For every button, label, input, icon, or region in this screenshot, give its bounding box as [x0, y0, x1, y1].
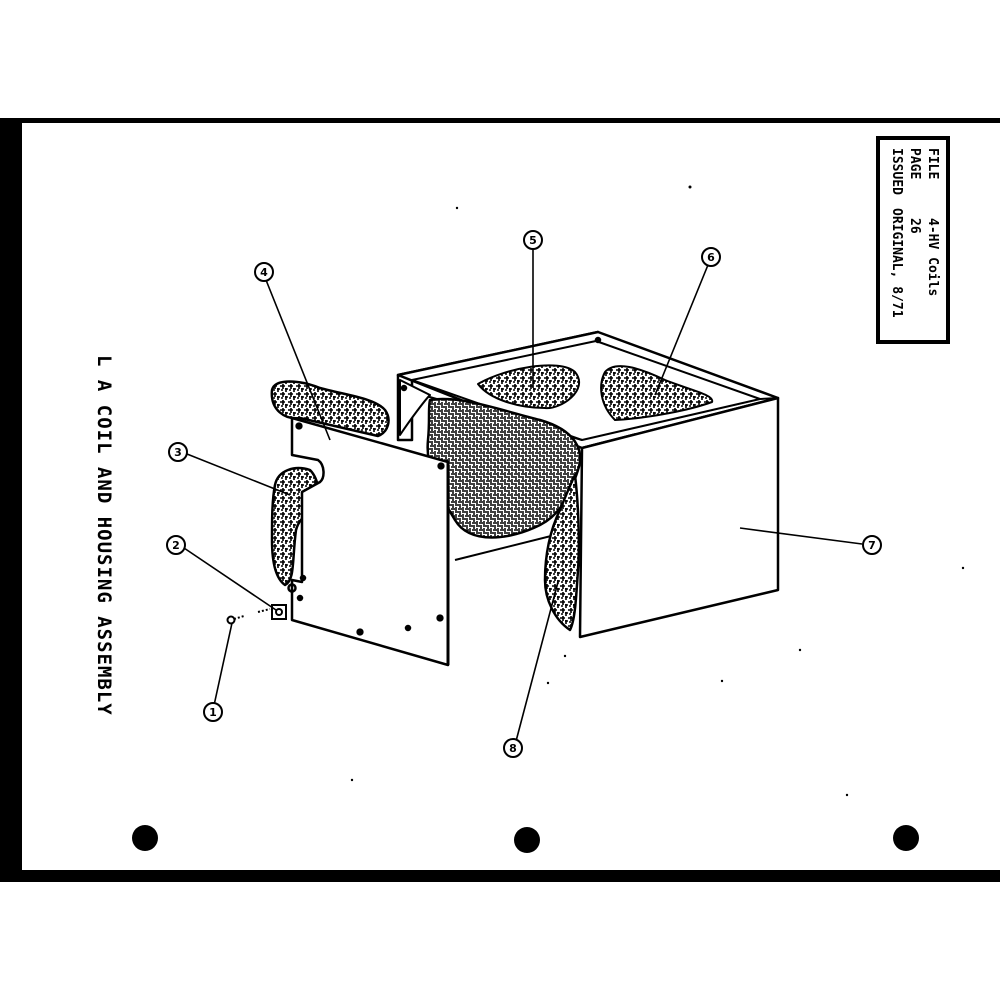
- callout-label: 4: [260, 266, 268, 279]
- file-value: 4-HV Coils: [925, 218, 940, 296]
- callout-2: 2: [166, 535, 186, 555]
- callout-label: 7: [868, 539, 876, 552]
- front-panel: [270, 380, 450, 667]
- issued-value: ORIGINAL, 8/71: [889, 208, 904, 318]
- page-label: PAGE: [907, 148, 922, 179]
- callout-3: 3: [168, 442, 188, 462]
- binder-hole: [893, 825, 919, 851]
- callout-6: 6: [701, 247, 721, 267]
- page-frame: [0, 118, 1000, 882]
- callout-label: 6: [707, 251, 715, 264]
- callout-1: 1: [203, 702, 223, 722]
- binder-hole: [514, 827, 540, 853]
- screw-and-clip: [226, 604, 287, 625]
- page-value: 26: [907, 218, 922, 234]
- callout-label: 1: [209, 706, 217, 719]
- file-label: FILE: [925, 148, 940, 179]
- scan-specks: [350, 185, 965, 797]
- binder-holes: [132, 825, 919, 853]
- issued-label: ISSUED: [889, 148, 904, 195]
- leader-lines: [183, 248, 863, 746]
- diagram-title: L A COIL AND HOUSING ASSEMBLY: [93, 355, 115, 716]
- binder-hole: [132, 825, 158, 851]
- callout-8: 8: [503, 738, 523, 758]
- callout-label: 3: [174, 446, 182, 459]
- info-box: FILE 4-HV Coils PAGE 26 ISSUED ORIGINAL,…: [876, 136, 950, 344]
- callout-label: 8: [509, 742, 517, 755]
- callout-4: 4: [254, 262, 274, 282]
- callout-label: 2: [172, 539, 180, 552]
- callout-5: 5: [523, 230, 543, 250]
- callout-7: 7: [862, 535, 882, 555]
- housing-assembly: [396, 330, 780, 639]
- callout-label: 5: [529, 234, 537, 247]
